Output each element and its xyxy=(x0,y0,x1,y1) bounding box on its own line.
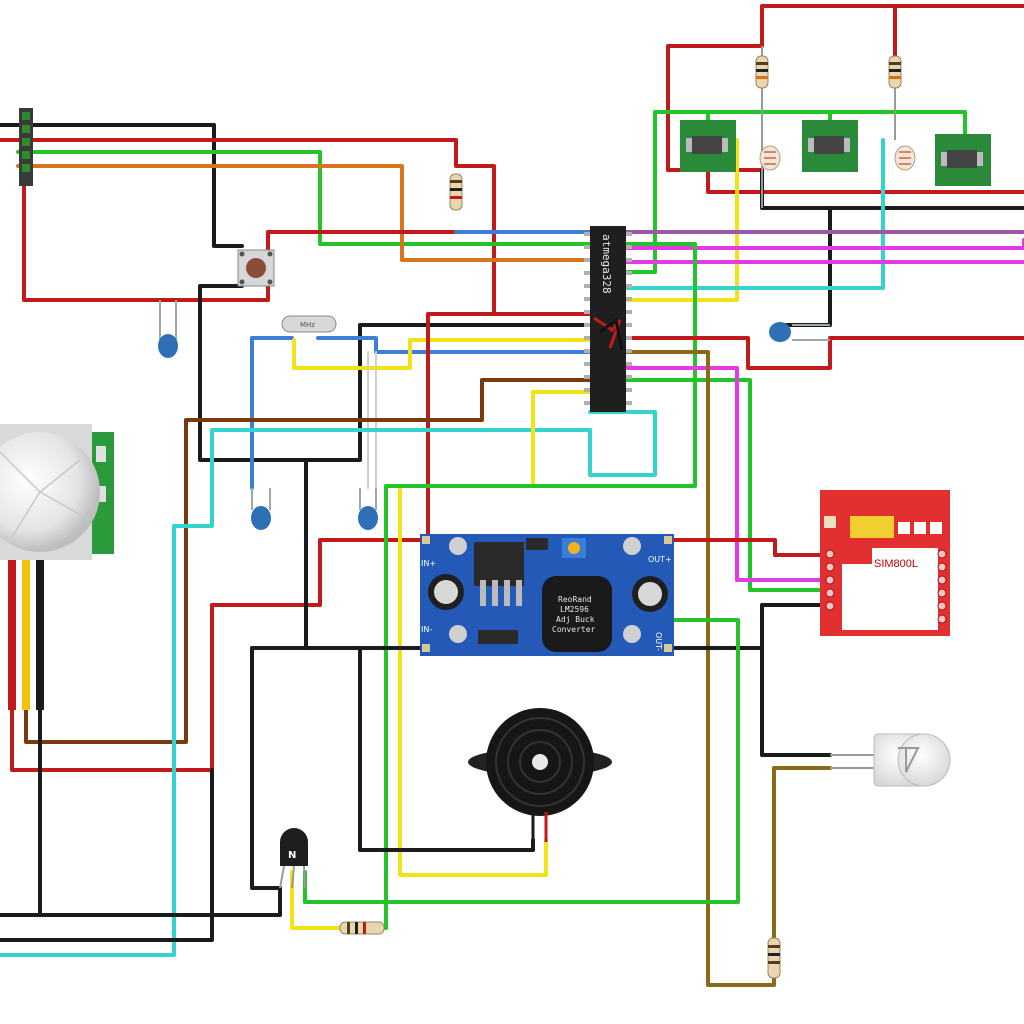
buck-label-1: ReoRand xyxy=(558,595,592,604)
wire-green xyxy=(384,242,697,930)
wire-black xyxy=(0,768,214,942)
crystal-label: MHz xyxy=(300,321,315,329)
wire-black xyxy=(0,698,42,917)
capacitor xyxy=(158,300,178,358)
buck-label-4: Converter xyxy=(552,625,596,634)
pin-header xyxy=(19,108,33,186)
resistor xyxy=(767,937,781,979)
resistor xyxy=(339,921,385,935)
wire-black xyxy=(666,603,832,650)
wire-green xyxy=(16,150,592,246)
buzzer xyxy=(468,708,612,842)
wire-black xyxy=(198,284,592,462)
pir-sensor xyxy=(0,424,114,710)
wire-black xyxy=(358,646,535,852)
wire-red xyxy=(0,138,496,316)
wire-cyan xyxy=(588,410,657,477)
wire-magenta xyxy=(623,238,1024,250)
wire-green xyxy=(303,618,740,904)
wire-magenta xyxy=(623,366,832,582)
push-button xyxy=(237,249,275,287)
wire-red xyxy=(22,164,592,302)
sensor-module xyxy=(802,120,858,172)
wire-black xyxy=(760,646,832,757)
capacitor xyxy=(769,322,830,342)
npn-transistor: N xyxy=(279,828,308,889)
gsm-label: SIM800L xyxy=(874,558,918,570)
resistor xyxy=(888,55,902,140)
capacitor xyxy=(358,488,378,530)
buck-pin-out-plus: OUT+ xyxy=(648,555,672,564)
wire-blue xyxy=(316,336,592,354)
wire-red xyxy=(10,312,592,772)
sensor-module xyxy=(680,120,736,172)
chip-label: atmega328 xyxy=(600,234,613,294)
gsm-module: SIM800L xyxy=(820,490,950,636)
wire-black xyxy=(0,886,282,917)
wire-yellow xyxy=(292,338,592,370)
wires xyxy=(0,4,1024,987)
wire-green xyxy=(623,378,832,592)
wire-yellow xyxy=(290,870,350,930)
wire-cyan xyxy=(623,138,885,290)
wire-black xyxy=(783,206,832,327)
buck-converter: ReoRand LM2596 Adj Buck Converter IN+ IN… xyxy=(420,534,674,656)
wire-green xyxy=(623,206,657,274)
crystal: MHz xyxy=(281,315,337,333)
wire-yellow xyxy=(623,138,739,302)
wire-black xyxy=(250,646,430,890)
wire-orange xyxy=(16,164,592,262)
led xyxy=(830,733,951,787)
photoresistor xyxy=(759,140,781,208)
resistor xyxy=(449,173,463,211)
wire-black xyxy=(0,123,244,248)
wire-red xyxy=(666,538,832,557)
buck-pin-in-minus: IN- xyxy=(421,625,432,634)
wire-red xyxy=(706,168,1024,194)
wire-cyan xyxy=(0,428,592,957)
buck-pin-out-minus: OUT- xyxy=(654,632,663,651)
buck-pin-in-plus: IN+ xyxy=(421,559,436,568)
photoresistor xyxy=(894,145,916,171)
wire-olive xyxy=(772,766,832,944)
wire-green xyxy=(653,110,967,210)
resistor xyxy=(755,46,769,140)
buck-label-2: LM2596 xyxy=(560,605,589,614)
atmega328-chip: atmega328 xyxy=(584,226,632,412)
wire-blue xyxy=(250,336,294,490)
transistor-label: N xyxy=(288,850,296,861)
wire-brown xyxy=(24,378,592,744)
wire-red xyxy=(623,336,1024,370)
capacitor xyxy=(251,488,271,530)
buck-label-3: Adj Buck xyxy=(556,615,595,624)
sensor-module xyxy=(935,134,991,186)
